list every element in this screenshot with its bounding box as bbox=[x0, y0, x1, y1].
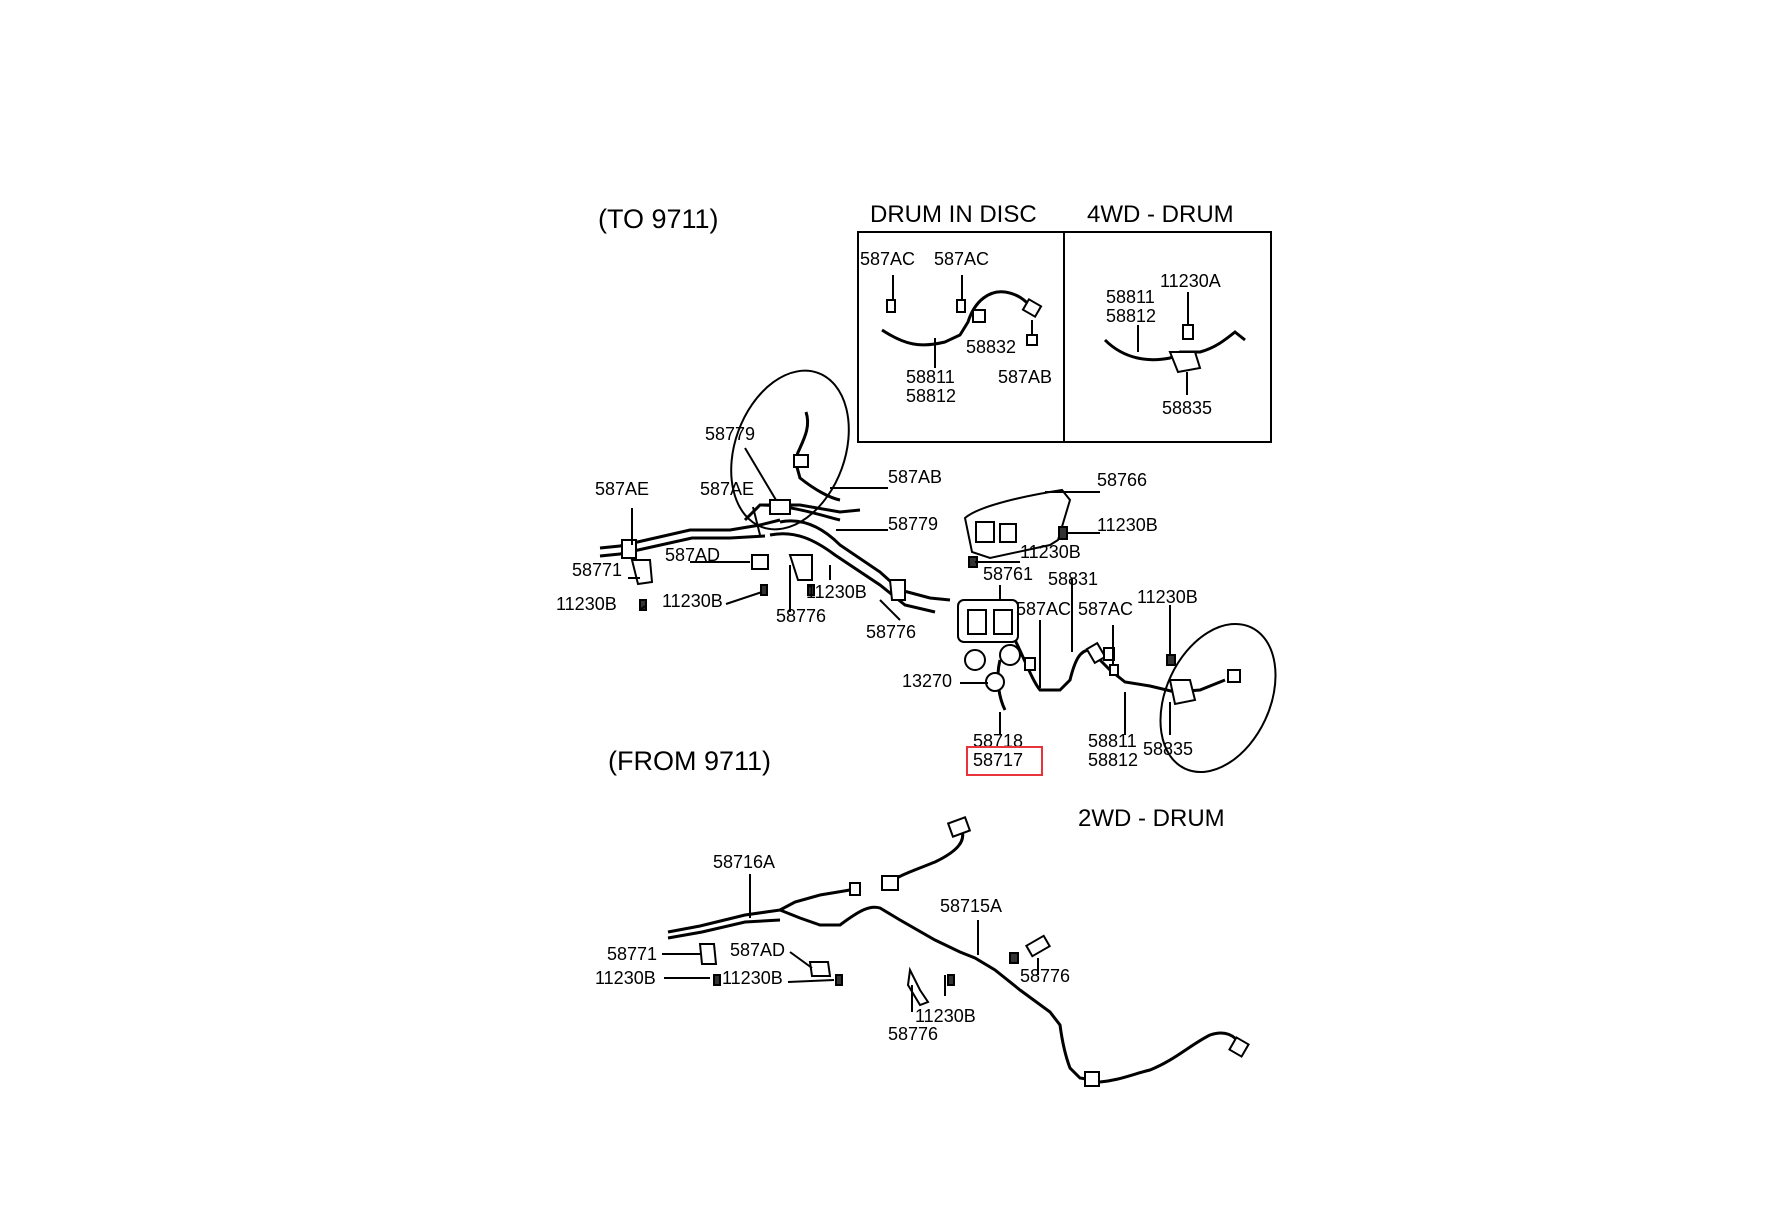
label-lower-58771: 58771 bbox=[607, 944, 657, 964]
label-587ad: 587AD bbox=[665, 545, 720, 565]
label-58831: 58831 bbox=[1048, 569, 1098, 589]
title-4wd-drum: 4WD - DRUM bbox=[1087, 201, 1234, 228]
label-inset-587ac-1: 587AC bbox=[860, 249, 915, 269]
label-58776-l: 58776 bbox=[776, 606, 826, 626]
main-leader-lines bbox=[628, 447, 1171, 735]
label-58717: 58717 bbox=[973, 750, 1023, 770]
label-lower-587ad: 587AD bbox=[730, 940, 785, 960]
inset-drum-in-disc-drawing bbox=[881, 275, 1043, 368]
label-58776-m: 58776 bbox=[866, 622, 916, 642]
label-inset4-58812: 58812 bbox=[1106, 306, 1156, 326]
title-to-9711: (TO 9711) bbox=[598, 204, 719, 234]
label-58779-mid: 58779 bbox=[888, 514, 938, 534]
label-11230b-l2: 11230B bbox=[662, 591, 723, 611]
label-587ac-1: 587AC bbox=[1016, 599, 1071, 619]
label-58811: 58811 bbox=[1088, 731, 1137, 751]
label-inset-58832: 58832 bbox=[966, 337, 1016, 357]
label-58812: 58812 bbox=[1088, 750, 1138, 770]
label-lower-11230b-3: 11230B bbox=[915, 1006, 976, 1026]
title-2wd-drum: 2WD - DRUM bbox=[1078, 805, 1225, 832]
label-11230b-far: 11230B bbox=[1137, 587, 1198, 607]
label-lower-11230b-1: 11230B bbox=[595, 968, 656, 988]
lower-leader-lines bbox=[662, 874, 1039, 1012]
title-drum-in-disc: DRUM IN DISC bbox=[870, 201, 1037, 228]
label-inset-587ab: 587AB bbox=[998, 367, 1052, 387]
label-13270: 13270 bbox=[902, 671, 952, 691]
label-587ae-mid: 587AE bbox=[700, 479, 754, 499]
lower-2wd-drawing bbox=[667, 816, 1250, 1087]
highlight-box-58717 bbox=[966, 746, 1043, 776]
inset-4wd-drum-drawing bbox=[1103, 292, 1246, 395]
label-58761: 58761 bbox=[983, 564, 1033, 584]
label-587ae-left: 587AE bbox=[595, 479, 649, 499]
label-587ab: 587AB bbox=[888, 467, 942, 487]
title-from-9711: (FROM 9711) bbox=[608, 746, 771, 776]
label-587ac-2: 587AC bbox=[1078, 599, 1133, 619]
label-inset4-11230a: 11230A bbox=[1160, 271, 1221, 291]
label-11230b-m: 11230B bbox=[806, 582, 867, 602]
label-58779-top: 58779 bbox=[705, 424, 755, 444]
main-assembly-drawing bbox=[599, 369, 1277, 774]
label-lower-58776-2: 58776 bbox=[1020, 966, 1070, 986]
label-58715a: 58715A bbox=[940, 896, 1002, 916]
label-58835: 58835 bbox=[1143, 739, 1193, 759]
label-inset4-58835: 58835 bbox=[1162, 398, 1212, 418]
label-58766: 58766 bbox=[1097, 470, 1147, 490]
label-58771: 58771 bbox=[572, 560, 622, 580]
label-11230b-r1: 11230B bbox=[1097, 515, 1158, 535]
label-inset4-58811: 58811 bbox=[1106, 287, 1155, 307]
label-11230b-r2: 11230B bbox=[1020, 542, 1081, 562]
label-inset-58812: 58812 bbox=[906, 386, 956, 406]
inset-box bbox=[857, 231, 1272, 443]
label-58716a: 58716A bbox=[713, 852, 775, 872]
label-inset-58811: 58811 bbox=[906, 367, 955, 387]
label-11230b-l1: 11230B bbox=[556, 594, 617, 614]
label-lower-11230b-2: 11230B bbox=[722, 968, 783, 988]
label-inset-587ac-2: 587AC bbox=[934, 249, 989, 269]
label-lower-58776-1: 58776 bbox=[888, 1024, 938, 1044]
